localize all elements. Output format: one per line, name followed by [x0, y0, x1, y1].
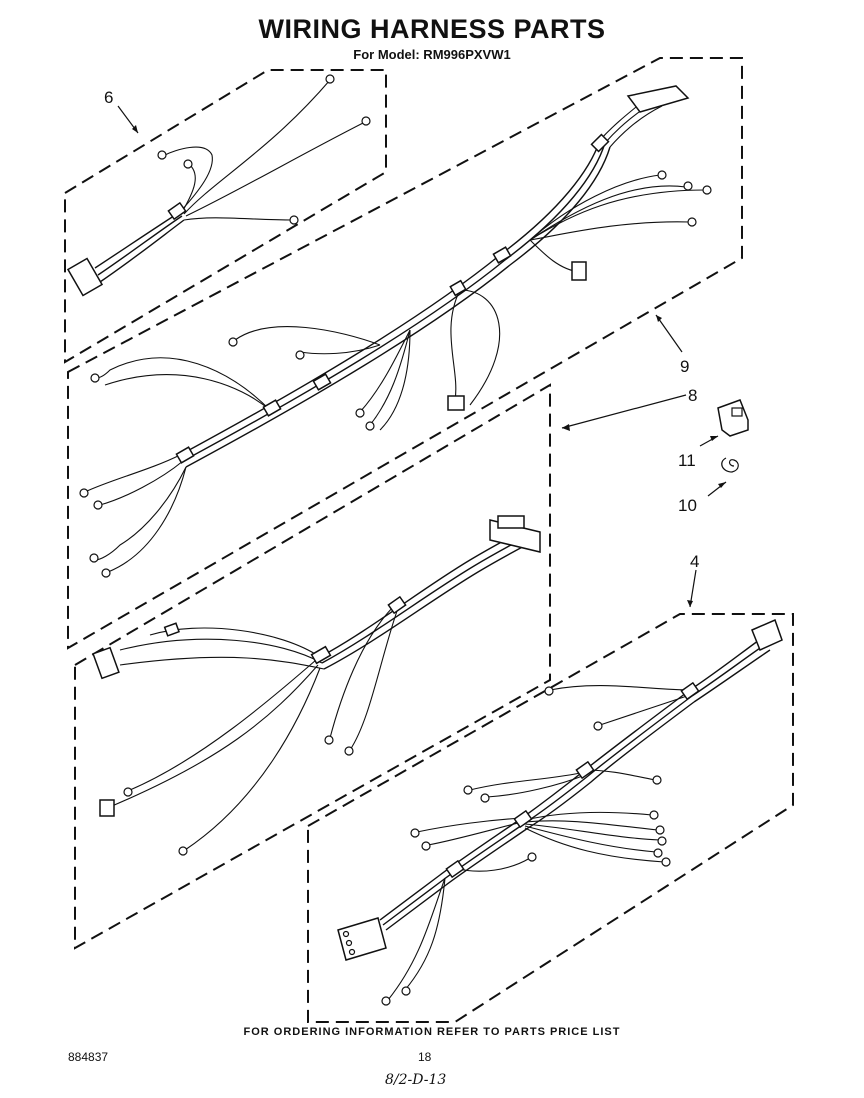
harness-8-plug: [99, 799, 115, 817]
document-id: 884837: [68, 1050, 109, 1064]
harness-6-terminal: [183, 159, 193, 169]
harness-4-terminal: [348, 948, 356, 956]
callout-11: 11: [678, 451, 696, 470]
harness-4-terminal: [653, 848, 663, 858]
harness-6-terminal: [289, 215, 299, 225]
harness-4-sleeve: [575, 760, 595, 780]
harness-6-terminal: [361, 116, 371, 126]
harness-9-sleeve: [449, 279, 467, 297]
page-title: WIRING HARNESS PARTS: [258, 14, 606, 44]
ordering-info-note: FOR ORDERING INFORMATION REFER TO PARTS …: [243, 1026, 621, 1038]
harness-9-terminal: [93, 500, 103, 510]
harness-4-connector: [337, 917, 387, 961]
harness-4-sleeve: [445, 859, 465, 879]
harness-9-sleeve: [175, 446, 195, 464]
harness-9-terminal: [683, 181, 693, 191]
harness-4-terminal: [410, 828, 420, 838]
harness-6-dashed-box: [64, 69, 387, 364]
harness-4-group: [307, 613, 794, 1023]
model-subtitle: For Model: RM996PXVW1: [353, 47, 511, 62]
harness-4-terminal: [381, 996, 391, 1006]
part-11-bracket: [717, 399, 749, 437]
harness-4-terminal: [480, 793, 490, 803]
harness-4-terminal: [661, 857, 671, 867]
harness-9-wires: [84, 94, 706, 573]
callout-9: 9: [680, 357, 689, 376]
harness-9-sleeve: [492, 246, 512, 264]
harness-4-sleeve: [513, 809, 533, 829]
harness-8-connector-tab: [497, 515, 525, 529]
harness-9-sleeve: [590, 133, 610, 153]
harness-8-wires: [111, 531, 529, 851]
callout-8: 8: [688, 386, 697, 405]
harness-9-terminal: [295, 350, 305, 360]
harness-8-terminal: [123, 787, 133, 797]
harness-9-terminal: [702, 185, 712, 195]
harness-4-dashed-box: [307, 613, 794, 1023]
handwritten-note: 8/2-D-13: [385, 1072, 447, 1088]
harness-6-terminal: [325, 74, 335, 84]
harness-4-terminal: [527, 852, 537, 862]
harness-4-terminal: [649, 810, 659, 820]
harness-9-terminal: [355, 408, 365, 418]
harness-4-sleeve: [680, 681, 700, 701]
callout-4: 4: [690, 552, 699, 571]
harness-9-terminal: [365, 421, 375, 431]
page-number: 18: [418, 1050, 432, 1064]
harness-8-dashed-box: [74, 383, 551, 950]
harness-9-terminal: [101, 568, 111, 578]
harness-8-terminal: [324, 735, 334, 745]
harness-9-dashed-box: [67, 57, 743, 650]
harness-9-plug: [447, 395, 465, 411]
harness-9-terminal: [79, 488, 89, 498]
callout-10: 10: [678, 496, 697, 515]
callout-6: 6: [104, 88, 113, 107]
harness-4-terminal: [655, 825, 665, 835]
harness-8-plug: [92, 646, 120, 680]
harness-6-group: [64, 69, 387, 364]
harness-4-terminal: [657, 836, 667, 846]
harness-4-connector: [751, 618, 783, 652]
harness-9-terminal: [89, 553, 99, 563]
harness-4-terminal: [342, 930, 350, 938]
harness-6-terminal: [157, 150, 167, 160]
harness-6-wires: [94, 79, 366, 283]
harness-4-wires: [379, 637, 771, 1001]
harness-4-terminal: [463, 785, 473, 795]
harness-8-sleeve: [163, 622, 180, 637]
harness-9-sleeve: [262, 399, 282, 417]
harness-9-terminal: [90, 373, 100, 383]
harness-8-terminal: [344, 746, 354, 756]
harness-4-terminal: [401, 986, 411, 996]
harness-9-sleeve: [312, 373, 332, 391]
harness-4-terminal: [652, 775, 662, 785]
harness-8-sleeve: [310, 645, 332, 665]
harness-8-terminal: [178, 846, 188, 856]
harness-6-sleeve: [167, 201, 187, 221]
harness-4-terminal: [593, 721, 603, 731]
harness-4-terminal: [421, 841, 431, 851]
harness-9-terminal: [228, 337, 238, 347]
harness-8-group: [74, 383, 551, 950]
harness-9-terminal: [687, 217, 697, 227]
harness-8-sleeve: [387, 595, 407, 615]
harness-9-group: [67, 57, 743, 650]
part-10-clip: [721, 457, 739, 473]
harness-9-terminal: [657, 170, 667, 180]
harness-9-plug: [571, 261, 587, 281]
callout-leaders: [117, 105, 727, 608]
harness-6-plug: [66, 257, 104, 297]
harness-4-terminal: [345, 939, 353, 947]
harness-9-connector: [626, 85, 690, 113]
harness-4-terminal: [544, 686, 554, 696]
